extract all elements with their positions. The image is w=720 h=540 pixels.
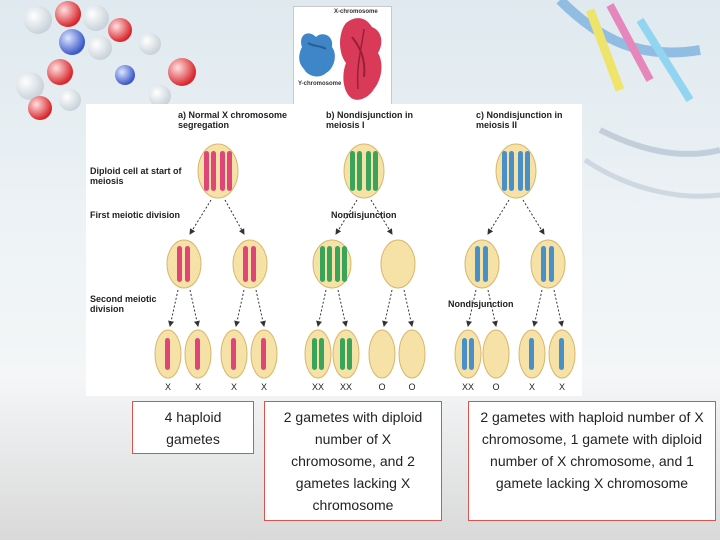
column-b-nondisjunction-meiosis-i [304,143,426,379]
caption-nondisjunction-meiosis-i: 2 gametes with diploid number of X chrom… [264,401,442,521]
gamete-label: X [194,382,201,392]
column-c-title: c) Nondisjunction in meiosis II [476,110,563,130]
gamete-label: XX [461,382,474,392]
diploid-cell-c [495,143,537,199]
secondary-cell-a2 [232,239,268,289]
caption-nondisjunction-meiosis-ii: 2 gametes with haploid number of X chrom… [468,401,716,521]
gamete-cells-c [454,329,576,379]
chromosome-photo-inset: X-chromosome Y-chromosome [293,6,392,108]
y-chromosome-label: Y-chromosome [298,81,342,87]
gamete-label: XX [311,382,324,392]
secondary-cell-b2-empty [380,239,416,289]
diploid-cell-a [197,143,239,199]
row-label-second-division: Second meiotic division [90,294,157,314]
gamete-label: O [408,382,416,392]
dna-ribbon-decoration [556,0,720,199]
chromosome-photo-image [299,18,382,100]
x-chromosome-label: X-chromosome [334,9,378,15]
secondary-cell-b1 [312,239,352,289]
nondisjunction-label-c: Nondisjunction [448,299,514,309]
column-c-nondisjunction-meiosis-ii [454,143,576,379]
diploid-cell-b [343,143,385,199]
gamete-label: X [164,382,171,392]
gamete-label: X [558,382,565,392]
column-a-normal-segregation [154,143,278,379]
secondary-cell-c1 [464,239,500,289]
row-label-first-division: First meiotic division [90,210,181,220]
gamete-cells-b [304,329,426,379]
meiosis-diagram-svg [154,143,576,379]
gamete-label: X [528,382,535,392]
caption-normal-segregation: 4 haploid gametes [132,401,254,454]
gamete-cells-a [154,329,278,379]
gamete-label: O [492,382,500,392]
gamete-label: O [378,382,386,392]
secondary-cell-a1 [166,239,202,289]
nondisjunction-label-b: Nondisjunction [331,210,397,220]
column-a-title: a) Normal X chromosome segregation [178,110,288,130]
x-chromosome-image [340,18,382,100]
bead-chain-decoration [16,1,196,120]
secondary-cell-c2 [530,239,566,289]
nondisjunction-diagram: a) Normal X chromosome segregation b) No… [86,104,582,396]
y-chromosome-image [299,33,335,77]
gamete-label: XX [339,382,352,392]
row-label-diploid: Diploid cell at start of meiosis [90,166,182,186]
gamete-label: X [230,382,237,392]
column-b-title: b) Nondisjunction in meiosis I [326,110,413,130]
gamete-label: X [260,382,267,392]
